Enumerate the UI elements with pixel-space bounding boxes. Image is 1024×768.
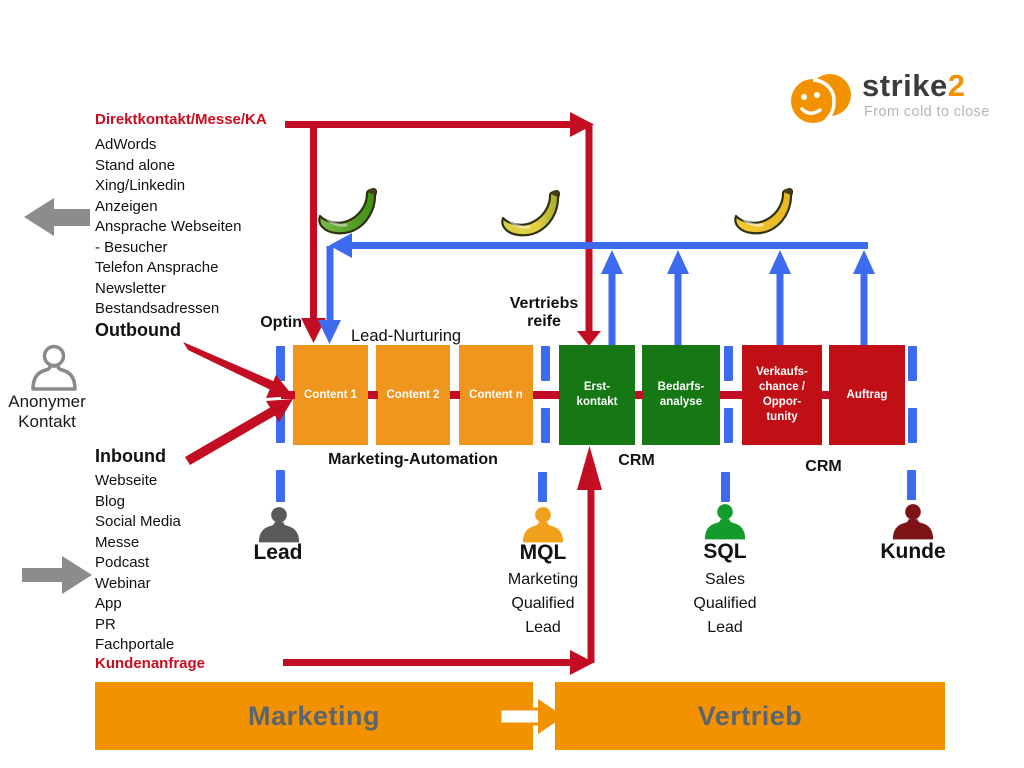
person-kunde-icon bbox=[892, 504, 934, 540]
dashed-separator bbox=[276, 346, 285, 381]
lead-nurturing-label: Lead-Nurturing bbox=[351, 327, 462, 345]
pipeline-box-content-2: Content 2 bbox=[376, 345, 450, 445]
pipeline-box-content-n: Content n bbox=[459, 345, 533, 445]
red-connector bbox=[720, 391, 743, 399]
inbound-item: Webseite bbox=[95, 472, 158, 489]
inbound-label: Inbound bbox=[95, 446, 166, 466]
inbound-heading: Kundenanfrage bbox=[95, 655, 206, 672]
outbound-item: Ansprache Webseiten bbox=[95, 218, 242, 235]
arrow-right-icon bbox=[22, 556, 92, 594]
optin-label: Optin bbox=[260, 314, 302, 331]
pipeline-box-bedarfsanalyse: Bedarfs- analyse bbox=[642, 345, 720, 445]
inbound-item: App bbox=[95, 595, 122, 612]
stage-sql-label: SQL bbox=[703, 540, 747, 563]
inbound-item: Messe bbox=[95, 533, 140, 551]
red-connector bbox=[635, 391, 643, 399]
dashed-separator bbox=[908, 408, 917, 443]
outbound-item: Stand alone bbox=[95, 156, 176, 174]
marketing-bar: Marketing bbox=[95, 682, 533, 750]
outbound-item: Telefon Ansprache bbox=[95, 259, 219, 276]
dashed-separator bbox=[724, 346, 733, 381]
dashed-separator bbox=[908, 346, 917, 381]
inbound-item: Webinar bbox=[95, 574, 151, 592]
outbound-item: Anzeigen bbox=[95, 197, 158, 215]
anonymous-contact-label: Anonymer Kontakt bbox=[0, 392, 94, 432]
anonymous-line2: Kontakt bbox=[18, 412, 76, 431]
red-connector bbox=[281, 391, 295, 399]
inbound-item: Fachportale bbox=[95, 636, 175, 653]
person-mql-icon bbox=[522, 507, 564, 543]
dashed-separator bbox=[541, 408, 550, 443]
dashed-drop bbox=[276, 470, 285, 502]
logo-brand-text: strike bbox=[862, 68, 948, 103]
red-connector bbox=[368, 391, 378, 399]
pipeline-box-content-1: Content 1 bbox=[293, 345, 368, 445]
banana-green-icon bbox=[318, 188, 378, 235]
arrow-left-icon bbox=[24, 198, 90, 236]
outbound-item: AdWords bbox=[95, 136, 157, 153]
dashed-drop bbox=[907, 470, 916, 500]
outbound-item: - Besucher bbox=[95, 238, 168, 256]
outbound-channel-list: AdWords Stand alone Xing/Linkedin Anzeig… bbox=[95, 135, 241, 320]
red-connector bbox=[450, 391, 460, 399]
person-lead-icon bbox=[258, 507, 300, 543]
strike2-logo: strike2 From cold to close bbox=[790, 66, 1010, 132]
dashed-separator bbox=[276, 408, 285, 443]
pipeline-box-verkaufschance: Verkaufs- chance / Oppor- tunity bbox=[742, 345, 822, 445]
stage-lead-label: Lead bbox=[253, 541, 303, 564]
inbound-item: Social Media bbox=[95, 513, 181, 530]
outbound-item: Xing/Linkedin bbox=[95, 177, 186, 194]
dashed-drop bbox=[538, 472, 547, 502]
outbound-item: Bestandsadressen bbox=[95, 300, 220, 317]
outbound-item: Newsletter bbox=[95, 279, 166, 297]
stage-mql-sublabel: Marketing Qualified Lead bbox=[507, 571, 579, 636]
anonymous-line1: Anonymer bbox=[8, 392, 86, 411]
marketing-to-vertrieb-arrow-icon bbox=[498, 699, 564, 734]
crm-sales-label: CRM bbox=[805, 458, 842, 475]
vertriebsreife-label: Vertriebs reife bbox=[509, 295, 579, 330]
pipeline-box-erstkontakt: Erst- kontakt bbox=[559, 345, 635, 445]
outbound-label: Outbound bbox=[95, 320, 181, 340]
dashed-separator bbox=[724, 408, 733, 443]
vertrieb-bar: Vertrieb bbox=[555, 682, 945, 750]
stage-sql-sublabel: Sales Qualified Lead bbox=[693, 571, 757, 636]
marketing-bar-label: Marketing bbox=[247, 700, 381, 731]
inbound-item: PR bbox=[95, 615, 116, 633]
crm-marketing-label: CRM bbox=[618, 452, 655, 469]
stage-mql-label: MQL bbox=[519, 541, 567, 564]
stage-kunde-label: Kunde bbox=[880, 540, 946, 563]
dashed-separator bbox=[541, 346, 550, 381]
logo-wordmark: strike2 bbox=[862, 68, 965, 104]
banana-semi-ripe-icon bbox=[501, 190, 561, 237]
inbound-item: Podcast bbox=[95, 554, 150, 571]
outbound-heading: Direktkontakt/Messe/KA bbox=[95, 111, 267, 128]
pipeline-box-auftrag: Auftrag bbox=[829, 345, 905, 445]
inbound-item: Blog bbox=[95, 492, 126, 510]
marketing-automation-label: Marketing-Automation bbox=[328, 451, 498, 468]
person-sql-icon bbox=[704, 504, 746, 540]
inbound-channel-list: Webseite Blog Social Media Messe Podcast… bbox=[95, 471, 181, 656]
dashed-drop bbox=[721, 472, 730, 502]
red-connector bbox=[822, 391, 830, 399]
person-outline-icon bbox=[31, 344, 77, 391]
logo-tagline: From cold to close bbox=[864, 104, 990, 120]
smiley-logo-icon bbox=[791, 74, 851, 123]
vertrieb-bar-label: Vertrieb bbox=[697, 700, 803, 731]
logo-brand-accent: 2 bbox=[947, 68, 966, 103]
banana-ripe-icon bbox=[734, 188, 794, 235]
red-connector bbox=[533, 391, 560, 399]
